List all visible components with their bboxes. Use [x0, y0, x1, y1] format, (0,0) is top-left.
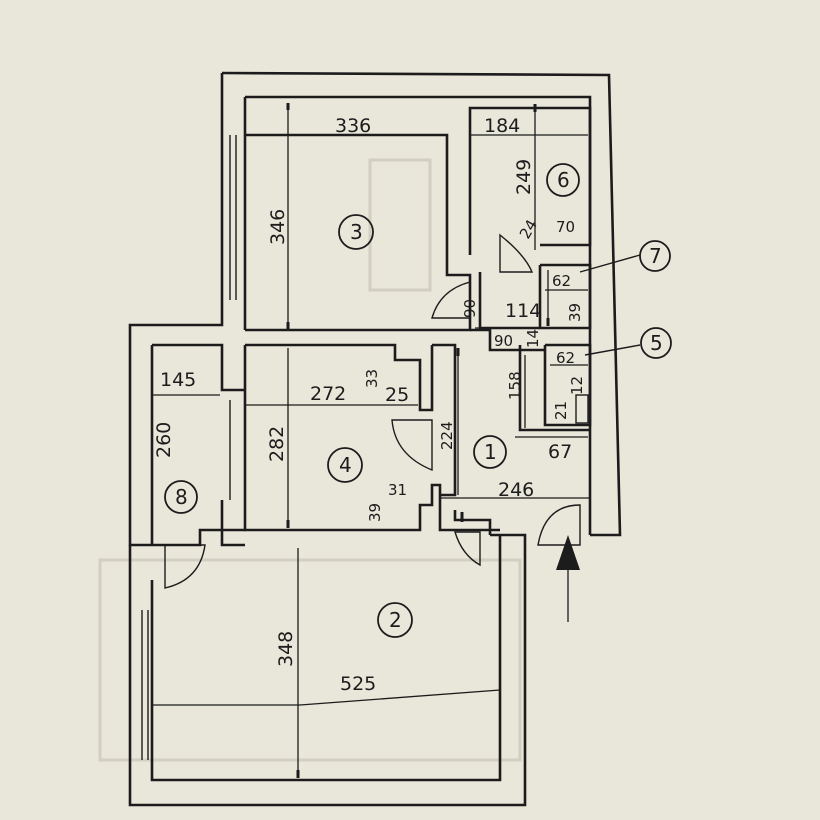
hall	[470, 272, 548, 352]
dim-room7-width: 62	[552, 272, 571, 290]
dim-room5-a: 21	[552, 401, 570, 420]
dim-room4-notch-a: 33	[363, 369, 381, 388]
dim-corridor-small: 14	[524, 329, 542, 348]
room-2	[152, 528, 501, 778]
room-label-5: 5	[650, 331, 663, 355]
room-label-4: 4	[339, 453, 352, 477]
dim-room7-height: 39	[566, 303, 584, 322]
room-label-8: 8	[175, 485, 188, 509]
dim-room8-width: 145	[160, 369, 196, 391]
room-5	[543, 327, 672, 427]
room-label-7: 7	[649, 244, 662, 268]
dim-room4-notch-d: 39	[366, 503, 384, 522]
dim-hall-width: 114	[505, 300, 541, 322]
paper-background-marks	[98, 158, 522, 762]
dim-corridor-width: 90	[494, 332, 513, 350]
outer-walls	[128, 71, 622, 807]
dim-room5-b: 12	[568, 376, 586, 395]
dim-room4-height: 282	[266, 426, 288, 462]
room-1	[432, 343, 590, 535]
room-8	[150, 343, 245, 547]
room-3	[245, 105, 472, 332]
dim-room5-width: 62	[556, 349, 575, 367]
dim-room1-a: 224	[438, 421, 456, 450]
dim-room6-width: 184	[484, 115, 520, 137]
dim-room8-height: 260	[153, 422, 175, 458]
entrance-arrow-icon	[556, 535, 580, 622]
dim-room1-width: 246	[498, 479, 534, 501]
dim-room4-width: 272	[310, 383, 346, 405]
dim-room1-b: 158	[506, 371, 524, 400]
room-label-6: 6	[557, 168, 570, 192]
room-7	[538, 240, 671, 330]
room-label-3: 3	[350, 220, 363, 244]
dim-room6-height: 249	[513, 159, 535, 195]
room-label-1: 1	[484, 440, 497, 464]
dim-room6-small: 70	[556, 218, 575, 236]
dim-door6: 24	[516, 216, 541, 242]
dim-room4-notch-b: 25	[385, 384, 409, 406]
room-label-2: 2	[389, 608, 402, 632]
dimension-ticks	[286, 103, 550, 778]
dim-room3-width: 336	[335, 115, 371, 137]
windows	[141, 135, 237, 760]
dim-room3-height: 346	[267, 209, 289, 245]
room-4	[243, 343, 500, 532]
dim-room4-notch-c: 31	[388, 481, 407, 499]
door-swings	[164, 233, 581, 589]
dim-room2-width: 525	[340, 673, 376, 695]
dim-room1-c: 67	[548, 441, 572, 463]
room-6	[468, 106, 592, 255]
dim-hall-door: 90	[461, 299, 479, 318]
dim-room2-height: 348	[275, 631, 297, 667]
